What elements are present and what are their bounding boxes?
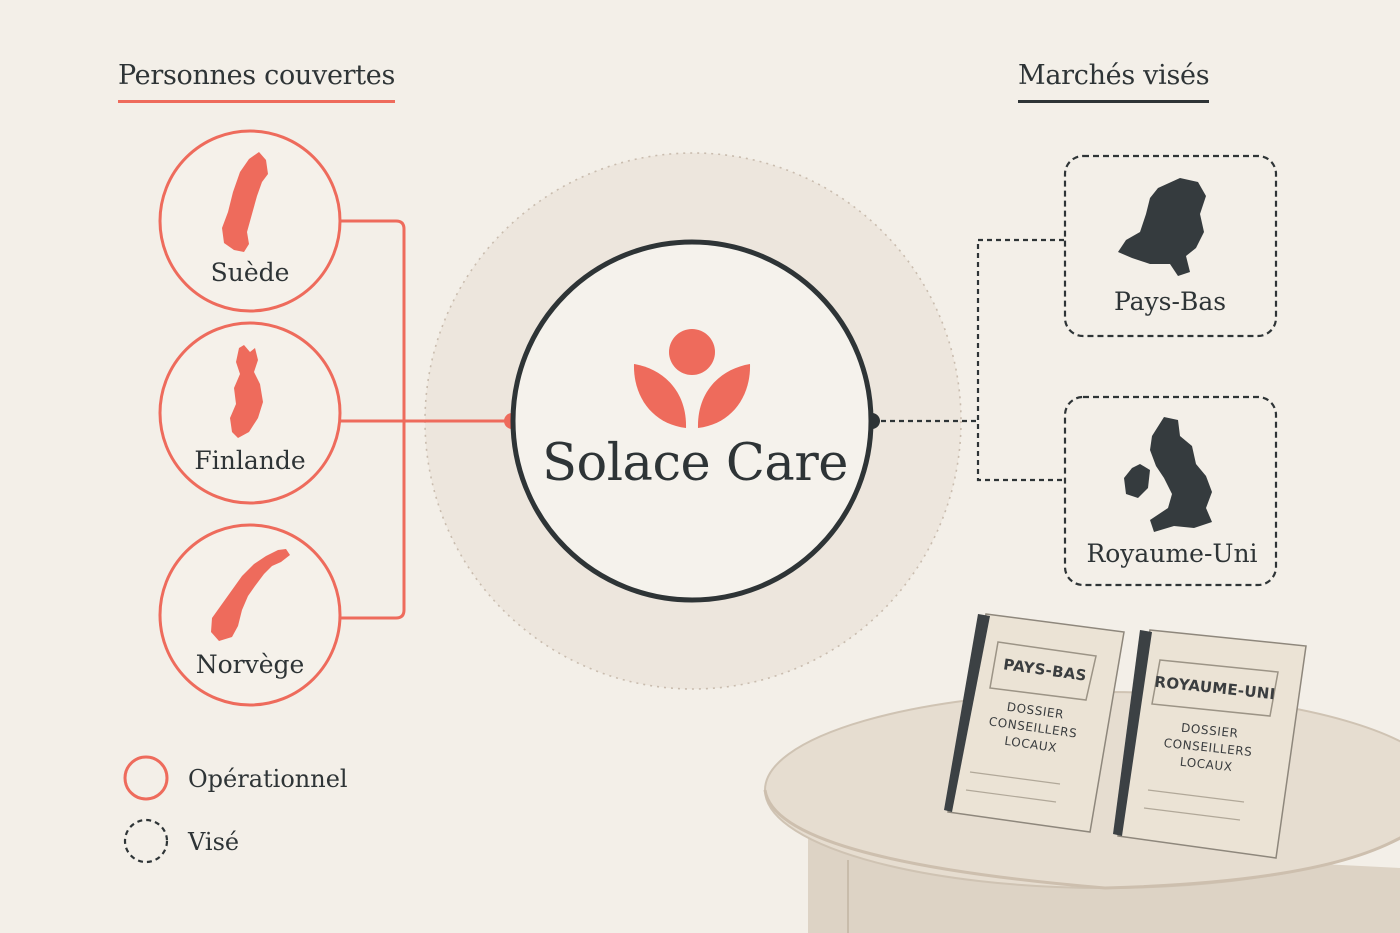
legend-targeted-swatch <box>123 818 169 864</box>
country-label-norway: Norvège <box>195 650 305 679</box>
lotus-logo-icon <box>633 329 751 428</box>
binder-netherlands <box>944 613 1125 833</box>
heading-targeted-markets-text: Marchés visés <box>1018 60 1210 91</box>
legend-operational-label: Opérationnel <box>188 765 348 793</box>
sweden-map-icon <box>222 152 268 252</box>
legend-operational-swatch <box>123 755 169 801</box>
country-circle-sweden <box>158 129 342 313</box>
ireland-map-icon <box>1124 464 1150 498</box>
heading-underline <box>118 100 396 103</box>
market-label-uk: Royaume-Uni <box>1086 539 1258 568</box>
netherlands-map-icon <box>1118 178 1206 276</box>
right-connectors <box>872 238 1064 482</box>
market-box-netherlands <box>1063 154 1278 338</box>
finland-map-icon <box>230 345 263 438</box>
country-label-finland: Finlande <box>194 446 306 475</box>
country-circle-finland <box>158 321 342 505</box>
heading-underline <box>1018 100 1210 103</box>
country-label-sweden: Suède <box>210 258 290 287</box>
left-connectors <box>340 219 512 620</box>
norway-map-icon <box>211 549 290 641</box>
binder-uk <box>1113 629 1307 859</box>
country-circle-norway <box>158 523 342 707</box>
market-box-uk <box>1063 395 1278 587</box>
heading-covered-people: Personnes couvertes <box>118 60 396 103</box>
center-circle <box>510 239 874 603</box>
heading-covered-people-text: Personnes couvertes <box>118 60 396 91</box>
binder-uk-body: DOSSIER CONSEILLERS LOCAUX <box>1161 718 1255 778</box>
market-label-netherlands: Pays-Bas <box>1113 287 1227 316</box>
legend-targeted-label: Visé <box>188 828 240 856</box>
uk-map-icon <box>1150 417 1212 532</box>
brand-name: Solace Care <box>542 434 848 493</box>
heading-targeted-markets: Marchés visés <box>1018 60 1210 103</box>
